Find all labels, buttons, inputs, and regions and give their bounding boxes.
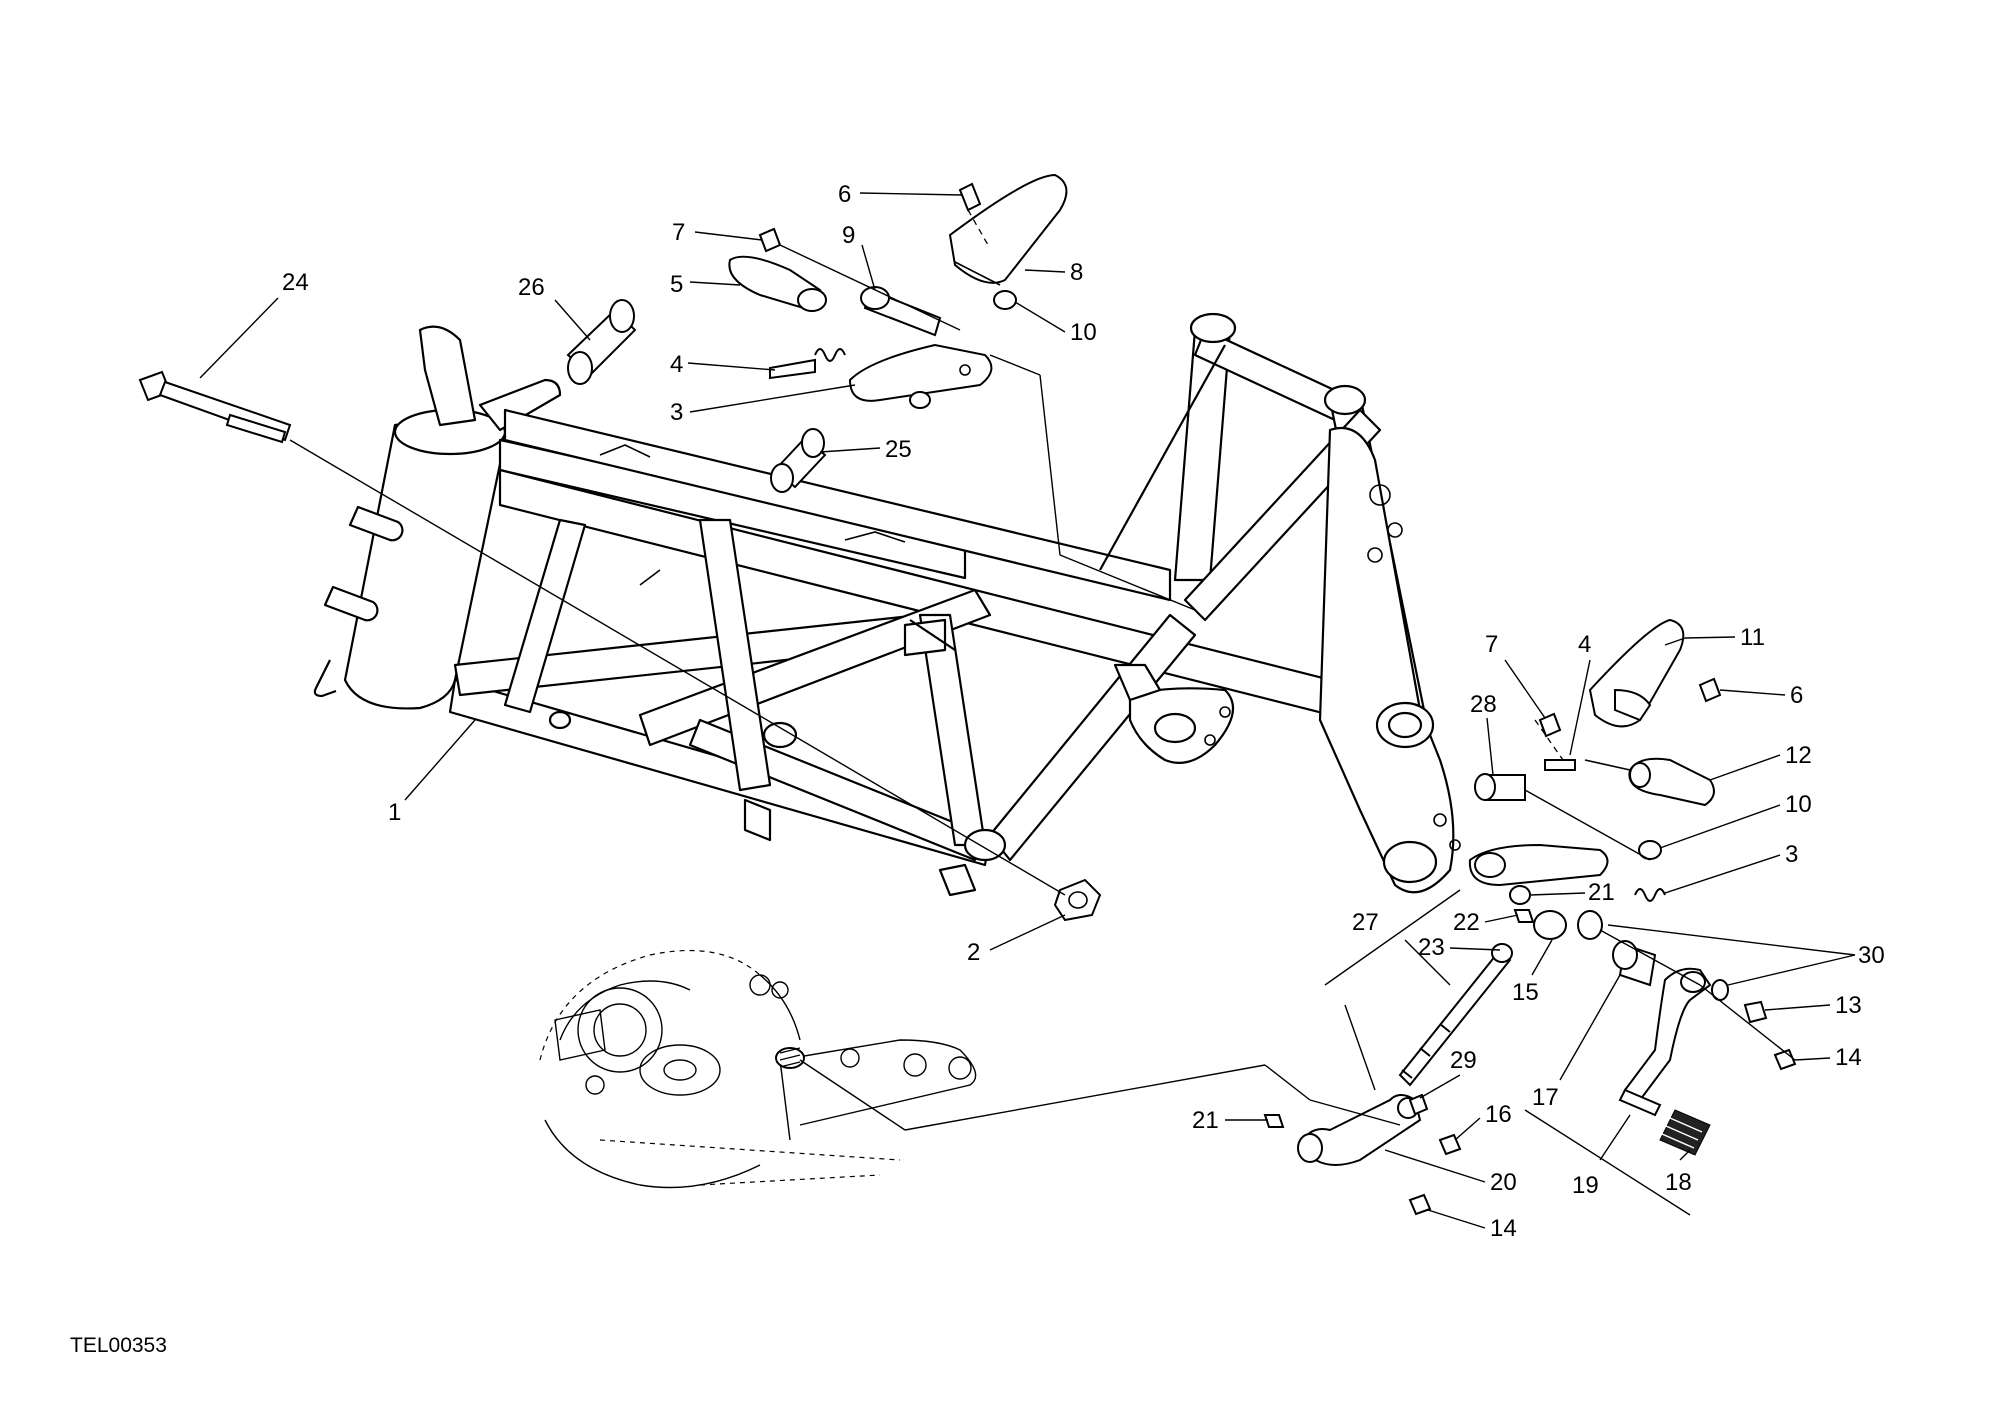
callout-2: 2 [967,939,980,966]
engine-case-outline [539,949,977,1189]
callout-7-top: 7 [672,219,685,246]
callout-8: 8 [1070,259,1083,286]
callout-21-right: 21 [1588,879,1615,906]
callout-21-lower: 21 [1192,1107,1219,1134]
callout-18: 18 [1665,1169,1692,1196]
callout-30: 30 [1858,942,1885,969]
callout-23: 23 [1418,934,1445,961]
callout-7-right: 7 [1485,631,1498,658]
main-frame [313,312,1461,897]
leader-lines [199,192,1856,1229]
callout-14-lower: 14 [1490,1215,1517,1242]
callout-12: 12 [1785,742,1812,769]
callout-10-right: 10 [1785,791,1812,818]
callout-5: 5 [670,271,683,298]
callout-10-top: 10 [1070,319,1097,346]
callout-25: 25 [885,436,912,463]
callout-26: 26 [518,274,545,301]
callout-22: 22 [1453,909,1480,936]
callout-15: 15 [1512,979,1539,1006]
callout-17: 17 [1532,1084,1559,1111]
callout-24: 24 [282,269,309,296]
callout-27: 27 [1352,909,1379,936]
callout-28: 28 [1470,691,1497,718]
callout-labels: 24 26 6 7 9 5 8 10 4 3 25 1 2 7 4 11 6 2… [282,181,1885,1242]
shift-linkage [1263,943,1513,1216]
callout-9: 9 [842,222,855,249]
callout-3-right: 3 [1785,841,1798,868]
callout-20: 20 [1490,1169,1517,1196]
callout-6-right: 6 [1790,682,1803,709]
callout-16: 16 [1485,1101,1512,1128]
callout-11: 11 [1740,624,1765,651]
callout-1: 1 [388,799,401,826]
callout-3-top: 3 [670,399,683,426]
callout-6-top: 6 [838,181,851,208]
callout-19: 19 [1572,1172,1599,1199]
callout-29: 29 [1450,1047,1477,1074]
callout-4-top: 4 [670,351,683,378]
callout-4-right: 4 [1578,631,1591,658]
left-footrest-assembly [728,173,1068,409]
callout-14-right: 14 [1835,1044,1862,1071]
right-footrest-assembly [1468,618,1797,1156]
drawing-code: TEL00353 [70,1334,167,1357]
frame-fasteners [138,299,1102,922]
callout-13: 13 [1835,992,1862,1019]
